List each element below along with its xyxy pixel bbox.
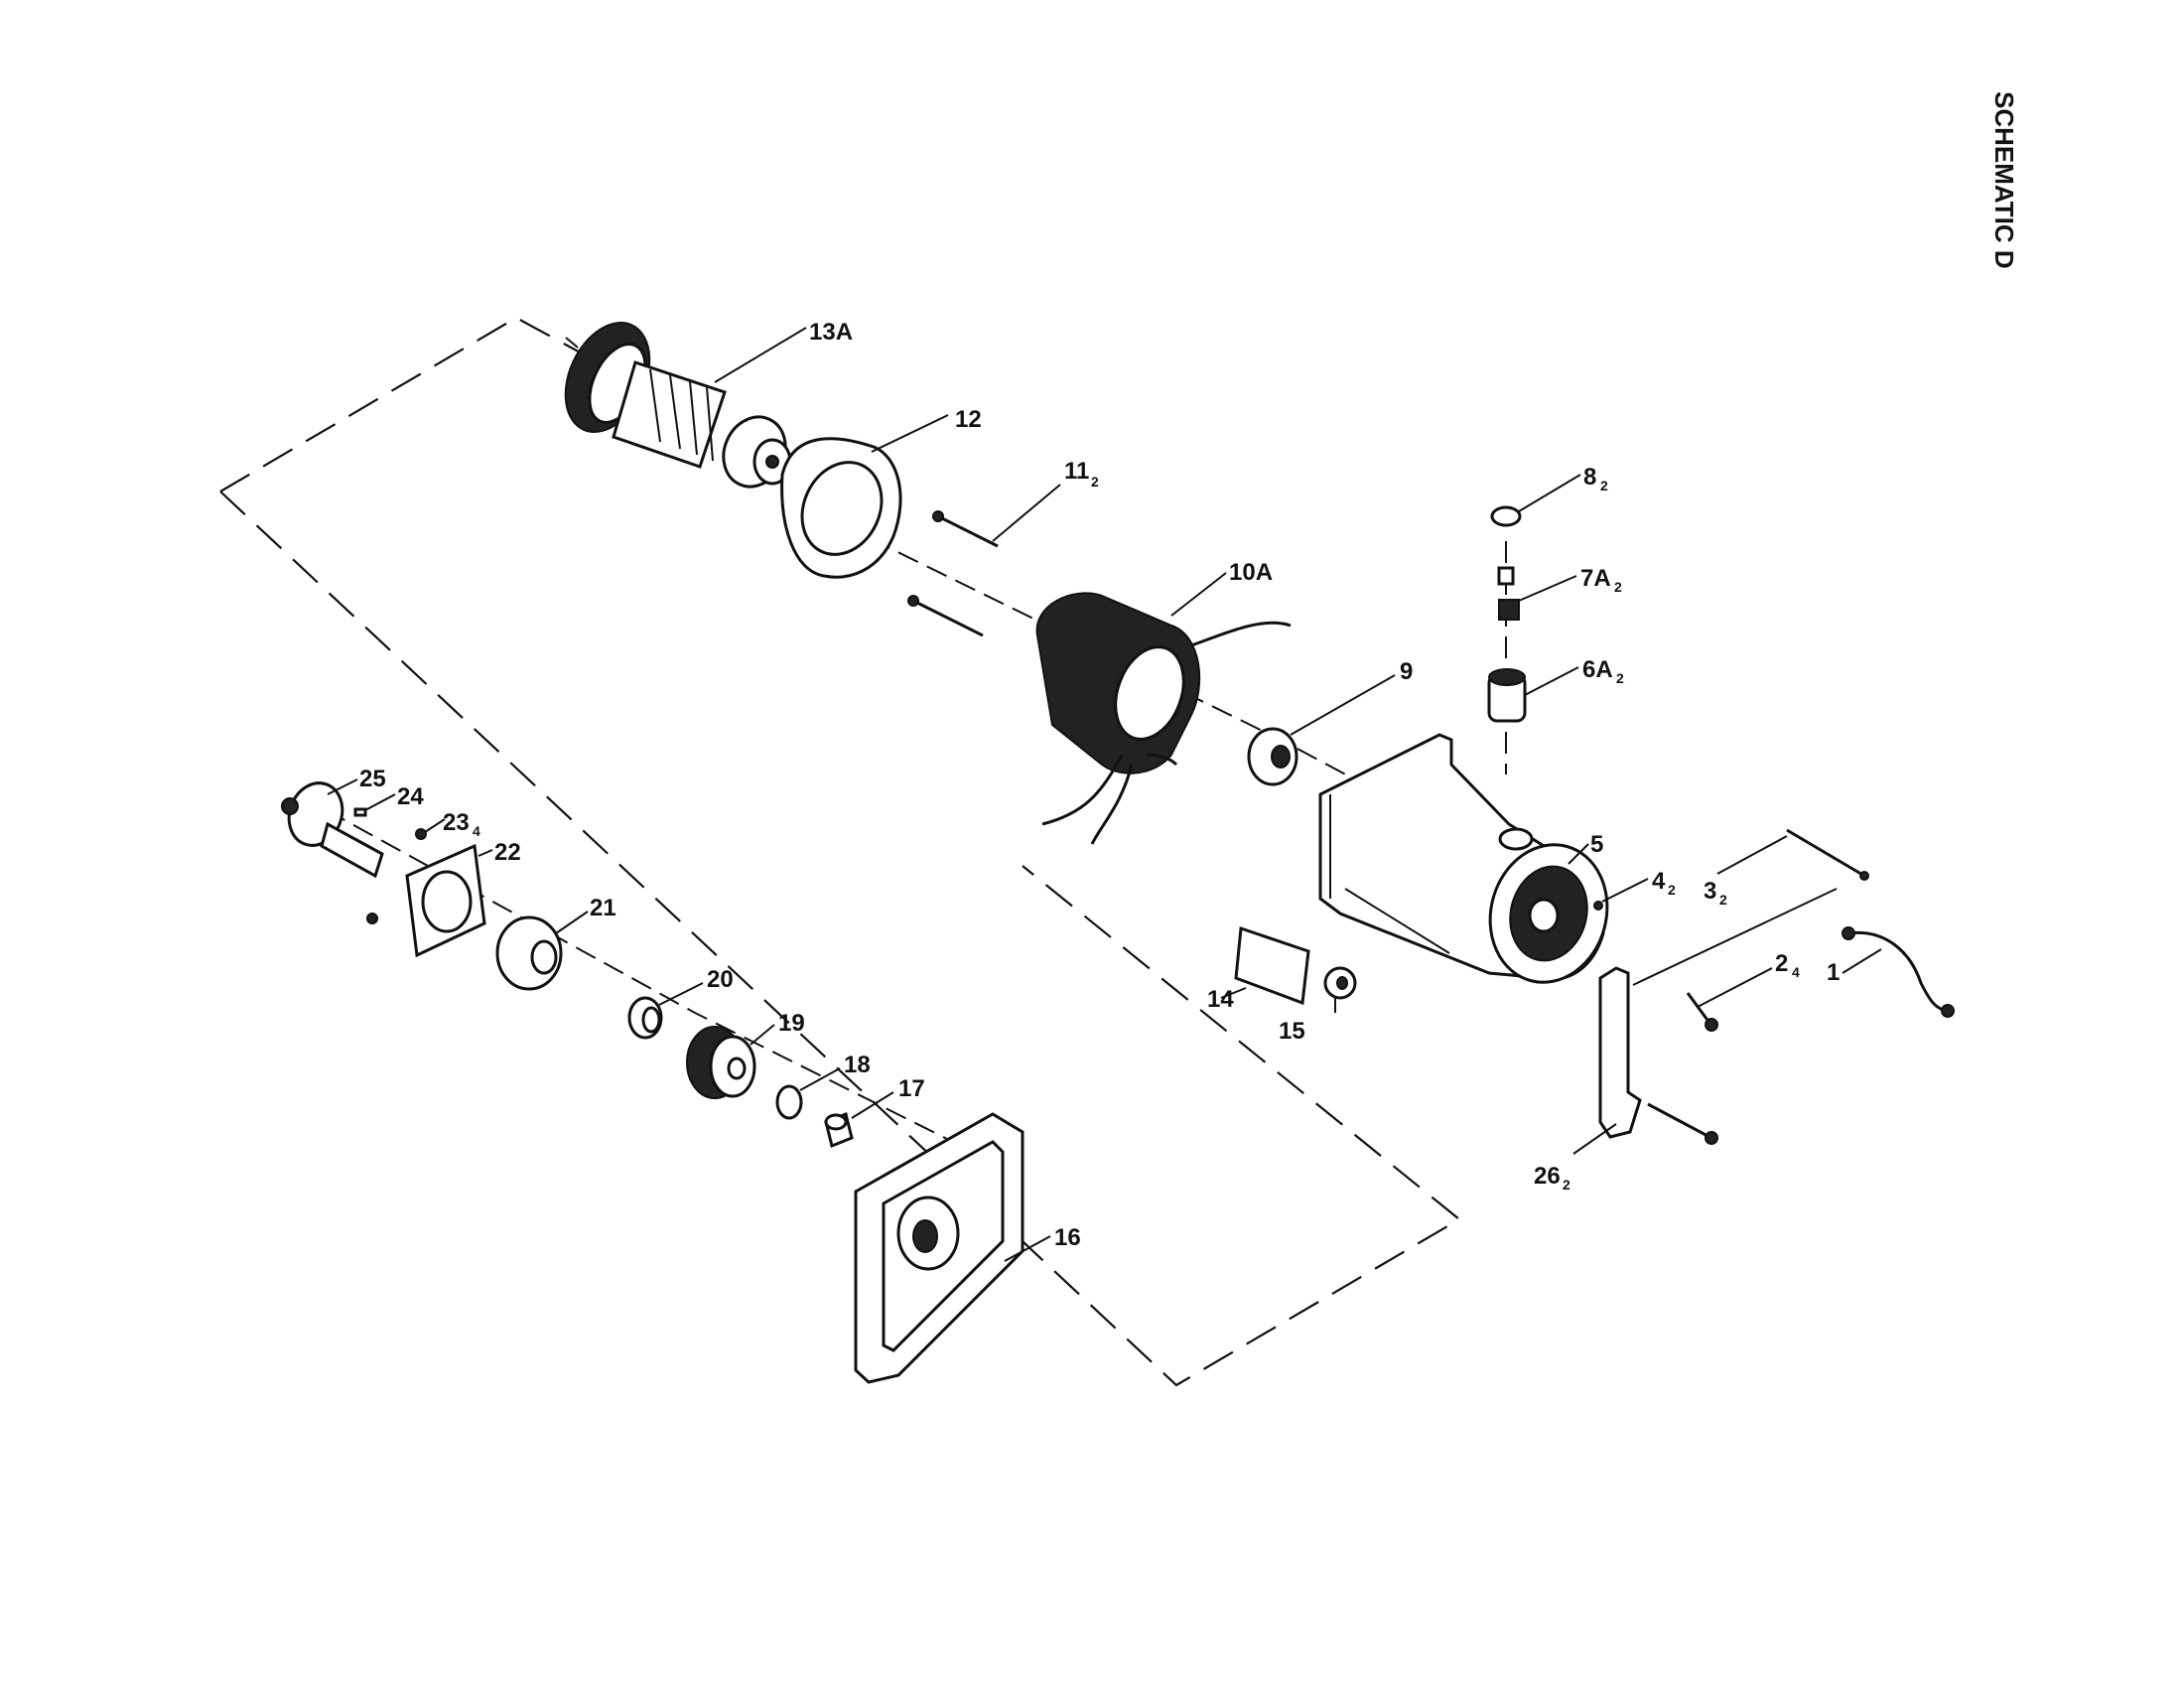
label-2: 2 [1775, 950, 1788, 977]
ring-18 [775, 1084, 803, 1120]
label-16: 16 [1054, 1224, 1081, 1251]
label-26: 26 [1534, 1163, 1561, 1190]
key-24 [353, 807, 367, 817]
leader-26 [1572, 1123, 1617, 1155]
label-17: 17 [898, 1075, 925, 1102]
leader-21 [555, 911, 589, 934]
gasket-22 [405, 843, 486, 958]
label-4: 4 [1652, 868, 1666, 895]
bearing-9 [1247, 727, 1298, 786]
label-8-sub: 2 [1600, 478, 1608, 493]
label-11: 11 [1064, 458, 1089, 485]
label-3: 3 [1704, 878, 1716, 905]
label-9: 9 [1400, 658, 1413, 685]
label-19: 19 [778, 1010, 805, 1037]
leader-2 [1697, 967, 1773, 1008]
through-screws [907, 510, 999, 637]
leader-24 [364, 793, 396, 811]
label-13a: 13A [809, 319, 853, 346]
label-20: 20 [707, 966, 734, 993]
label-7a: 7A [1580, 565, 1611, 592]
leader-14 [1220, 987, 1247, 999]
label-11-sub: 2 [1091, 474, 1099, 490]
label-6a-sub: 2 [1616, 670, 1624, 686]
leader-6a [1524, 666, 1579, 696]
screw-4 [1593, 901, 1603, 911]
leader-23 [424, 818, 446, 833]
screw-2 [1686, 992, 1718, 1032]
leader-7a [1518, 575, 1577, 602]
label-6a: 6A [1582, 656, 1613, 683]
leader-11 [992, 484, 1061, 542]
label-3-sub: 2 [1719, 892, 1727, 908]
leader-16 [1004, 1235, 1051, 1262]
label-22: 22 [494, 839, 521, 866]
leader-8 [1518, 474, 1581, 512]
leader-22 [478, 849, 493, 857]
leader-20 [658, 982, 704, 1006]
armature [564, 322, 792, 489]
label-7a-sub: 2 [1614, 579, 1622, 595]
screw-23-bottom [366, 913, 378, 924]
label-14: 14 [1207, 986, 1234, 1013]
label-2-sub: 4 [1792, 964, 1800, 980]
label-8: 8 [1583, 464, 1596, 491]
leader-18 [799, 1067, 841, 1091]
label-15: 15 [1279, 1018, 1305, 1045]
label-5: 5 [1590, 831, 1603, 858]
retaining-ring-20 [627, 996, 663, 1040]
leader-3 [1716, 835, 1788, 875]
screw-23-top [415, 828, 427, 840]
brush-cap [1490, 505, 1522, 527]
brush [1497, 566, 1520, 621]
gear-case-16 [854, 1112, 1024, 1384]
label-10a: 10A [1229, 559, 1273, 586]
label-25: 25 [359, 766, 386, 792]
nut-15 [1323, 966, 1357, 1000]
leader-17 [851, 1091, 894, 1119]
leader-12 [871, 414, 949, 453]
leader-4 [1601, 878, 1649, 903]
bearing-21 [495, 915, 563, 991]
baffle-plate [780, 437, 902, 579]
gear-train-centre-line [297, 793, 994, 1163]
leader-1 [1842, 948, 1882, 974]
motor-housing [1318, 733, 1609, 984]
cord-1 [1842, 926, 1955, 1018]
leader-13a [714, 327, 807, 383]
assembly-outline-dashed [219, 316, 1461, 1387]
leader-25 [327, 778, 358, 795]
brush-holder [1487, 668, 1527, 723]
bracket-26 [1598, 888, 1838, 1145]
field-assembly [1035, 592, 1292, 845]
label-23: 23 [443, 809, 470, 836]
label-26-sub: 2 [1563, 1177, 1570, 1193]
label-4-sub: 2 [1668, 882, 1676, 898]
leader-9 [1290, 674, 1396, 736]
label-23-sub: 4 [473, 823, 480, 839]
schematic-title: SCHEMATIC D [1989, 91, 2019, 269]
wire-3 [1786, 828, 1869, 881]
gear-19 [686, 1026, 756, 1099]
leader-19 [750, 1024, 775, 1046]
leader-5 [1568, 843, 1589, 865]
label-1: 1 [1827, 959, 1840, 986]
bushing-17 [824, 1111, 854, 1149]
label-18: 18 [844, 1052, 871, 1078]
label-12: 12 [955, 406, 982, 433]
spindle-25 [281, 781, 384, 879]
label-24: 24 [397, 783, 424, 810]
label-plate-14 [1234, 925, 1310, 1006]
label-21: 21 [590, 895, 616, 921]
leader-10a [1170, 572, 1227, 617]
